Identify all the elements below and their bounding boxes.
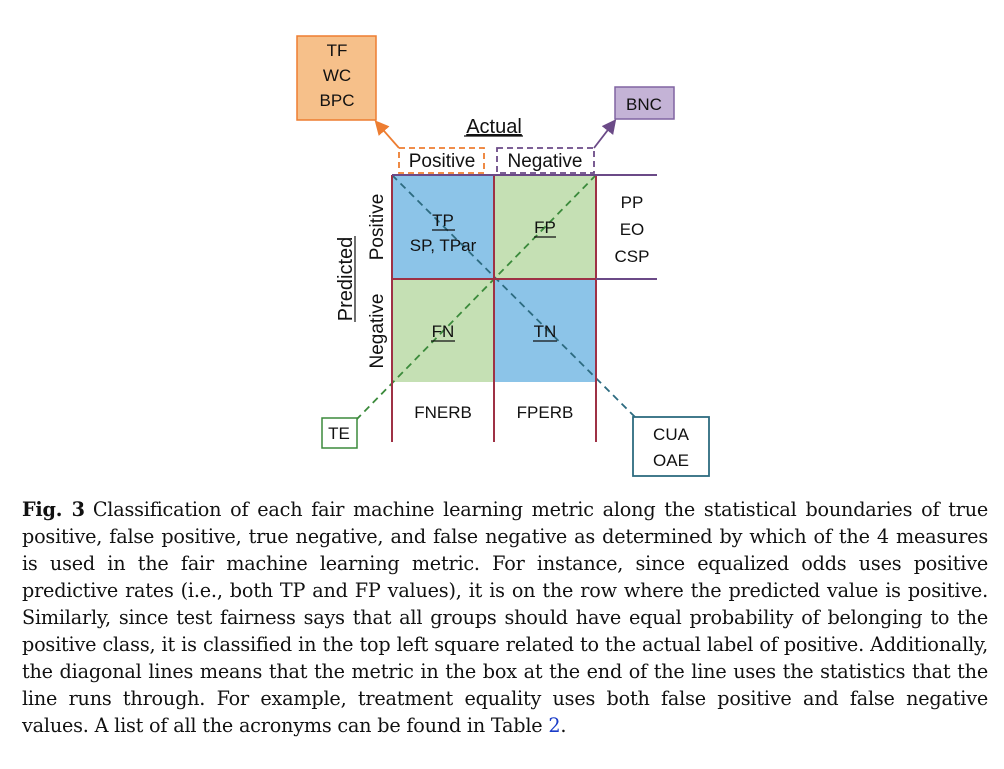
orange-metric-box — [296, 35, 377, 121]
col-positive-box — [398, 147, 485, 174]
purple-metric: BNC — [626, 95, 662, 114]
tp-metrics: SP, TPar — [410, 236, 477, 255]
purple-metric-box — [614, 86, 675, 120]
caption-text: Classification of each fair machine lear… — [22, 498, 989, 737]
row-positive-label: Positive — [367, 194, 388, 261]
table-reference-link[interactable]: 2 — [548, 714, 561, 737]
actual-label: Actual — [466, 116, 522, 138]
row-metric-2: EO — [620, 220, 645, 239]
col-positive-label: Positive — [409, 151, 476, 172]
column-metric-right: FPERB — [517, 403, 574, 422]
teal-metric-1: CUA — [653, 425, 690, 444]
tp-label: TP — [432, 211, 454, 230]
row-negative-label: Negative — [367, 294, 388, 369]
column-metric-left: FNERB — [414, 403, 472, 422]
fn-label: FN — [432, 322, 455, 341]
col-negative-label: Negative — [508, 151, 583, 172]
arrow-to-purple — [593, 119, 617, 149]
col-negative-box — [496, 147, 595, 174]
teal-metric-box — [632, 416, 710, 477]
caption-label: Fig. 3 — [22, 498, 85, 521]
predicted-label: Predicted — [335, 237, 357, 322]
teal-metric-2: OAE — [653, 451, 689, 470]
diagonal-tp-tn — [391, 174, 637, 419]
caption-end: . — [560, 714, 567, 737]
row-metric-3: CSP — [615, 247, 650, 266]
cell-tn — [494, 279, 596, 382]
orange-metric-2: WC — [323, 66, 351, 85]
diagonal-fp-fn — [355, 174, 597, 421]
tn-label: TN — [534, 322, 557, 341]
green-metric: TE — [328, 424, 350, 443]
green-metric-box — [321, 417, 358, 449]
orange-metric-3: BPC — [320, 91, 355, 110]
orange-metric-1: TF — [327, 41, 348, 60]
arrow-to-orange — [374, 120, 400, 149]
row-metric-1: PP — [621, 193, 644, 212]
fairness-metric-diagram: Actual Positive Negative TF WC BPC BNC P… — [296, 35, 710, 477]
fp-label: FP — [534, 218, 556, 237]
